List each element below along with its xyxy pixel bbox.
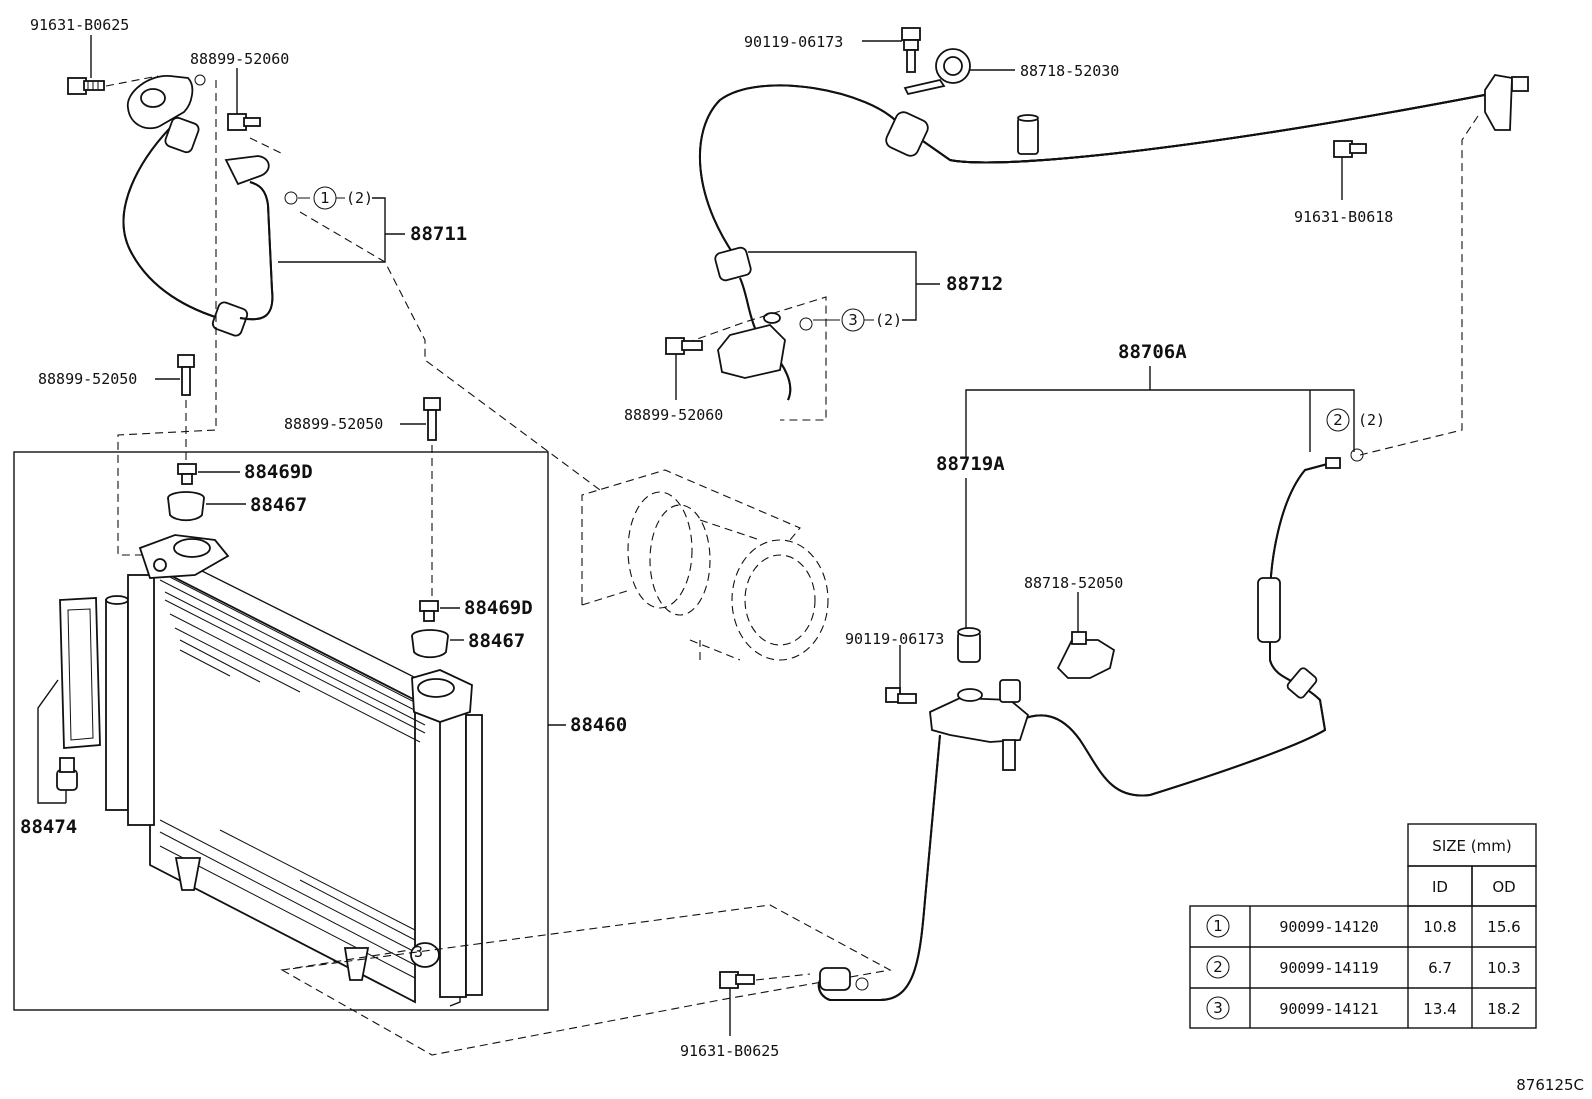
label-88467-b: 88467 bbox=[468, 630, 525, 652]
oring-qty-2: (2) bbox=[1358, 411, 1385, 429]
label-88460: 88460 bbox=[570, 714, 627, 736]
label-88899-52050-mid: 88899-52050 bbox=[284, 415, 383, 433]
table-row-od: 18.2 bbox=[1487, 1000, 1520, 1018]
label-90119-06173-mid: 90119-06173 bbox=[845, 630, 944, 648]
label-88719a: 88719A bbox=[936, 453, 1005, 475]
table-row-id: 13.4 bbox=[1423, 1000, 1456, 1018]
table-row-part: 90099-14121 bbox=[1279, 1000, 1378, 1018]
oring-qty-3: (2) bbox=[875, 311, 902, 329]
table-col-od: OD bbox=[1492, 878, 1515, 896]
label-88467-a: 88467 bbox=[250, 494, 307, 516]
label-88469d-b: 88469D bbox=[464, 597, 533, 619]
bolt-88899-52050-mid bbox=[423, 397, 441, 441]
oring-qty-1: (2) bbox=[346, 189, 373, 207]
table-row-od: 10.3 bbox=[1487, 959, 1520, 977]
oring-callout-1-number: 1 bbox=[320, 189, 330, 207]
bracket-88718-52050 bbox=[1056, 631, 1116, 679]
label-88706a: 88706A bbox=[1118, 341, 1187, 363]
pressure-switch-88719a bbox=[957, 627, 981, 663]
oring-callout-2-number: 2 bbox=[1333, 411, 1343, 429]
label-88899-52060-top: 88899-52060 bbox=[190, 50, 289, 68]
cushion-88467-a bbox=[167, 491, 205, 522]
bolt-91631-b0618 bbox=[1333, 140, 1367, 158]
figure-code: 876125C bbox=[1516, 1076, 1584, 1094]
table-size-header: SIZE (mm) bbox=[1432, 837, 1511, 855]
label-88718-52050: 88718-52050 bbox=[1024, 574, 1123, 592]
oring-size-table bbox=[1189, 823, 1537, 1029]
label-88899-52060-mid: 88899-52060 bbox=[624, 406, 723, 424]
receiver-filter-88474 bbox=[56, 597, 101, 791]
liquid-pipe-88706a bbox=[817, 457, 1341, 1001]
bracket-pin-88469d-a bbox=[177, 463, 197, 485]
label-88711: 88711 bbox=[410, 223, 467, 245]
clamp-88718-52030 bbox=[903, 48, 971, 96]
table-row-ref: 1 bbox=[1213, 917, 1223, 935]
table-row-id: 10.8 bbox=[1423, 918, 1456, 936]
table-row-ref: 2 bbox=[1213, 958, 1223, 976]
suction-hose-88712 bbox=[699, 74, 1529, 401]
condenser-mark-3: 3 bbox=[414, 943, 423, 961]
table-col-id: ID bbox=[1432, 878, 1448, 896]
label-88899-52050-left: 88899-52050 bbox=[38, 370, 137, 388]
bolt-90119-06173-mid bbox=[885, 687, 917, 704]
bolt-88899-52060-top bbox=[227, 113, 261, 131]
label-88474: 88474 bbox=[20, 816, 77, 838]
bolt-90119-06173-top bbox=[901, 27, 921, 73]
cushion-88467-b bbox=[411, 629, 449, 659]
label-88718-52030: 88718-52030 bbox=[1020, 62, 1119, 80]
table-row-id: 6.7 bbox=[1428, 959, 1452, 977]
bolt-88899-52050-left bbox=[177, 354, 195, 396]
label-88469d-a: 88469D bbox=[244, 461, 313, 483]
label-91631-b0625-bottom: 91631-B0625 bbox=[680, 1042, 779, 1060]
table-row-ref: 3 bbox=[1213, 999, 1223, 1017]
table-row-od: 15.6 bbox=[1487, 918, 1520, 936]
bracket-pin-88469d-b bbox=[419, 600, 439, 622]
label-90119-06173-top: 90119-06173 bbox=[744, 33, 843, 51]
bolt-88899-52060-mid bbox=[665, 337, 703, 355]
bolt-91631-b0625-top bbox=[67, 77, 105, 95]
oring-callout-3-number: 3 bbox=[848, 311, 858, 329]
label-88712: 88712 bbox=[946, 273, 1003, 295]
bolt-91631-b0625-bottom bbox=[719, 971, 755, 989]
label-91631-b0618: 91631-B0618 bbox=[1294, 208, 1393, 226]
discharge-hose-88711 bbox=[67, 35, 601, 491]
condenser-core bbox=[105, 534, 483, 1007]
compressor-phantom bbox=[581, 469, 829, 661]
oring-callout-2 bbox=[1326, 408, 1350, 432]
condenser-assembly-frame bbox=[13, 451, 549, 1011]
table-row-part: 90099-14120 bbox=[1279, 918, 1378, 936]
table-row-part: 90099-14119 bbox=[1279, 959, 1378, 977]
label-91631-b0625-top: 91631-B0625 bbox=[30, 16, 129, 34]
